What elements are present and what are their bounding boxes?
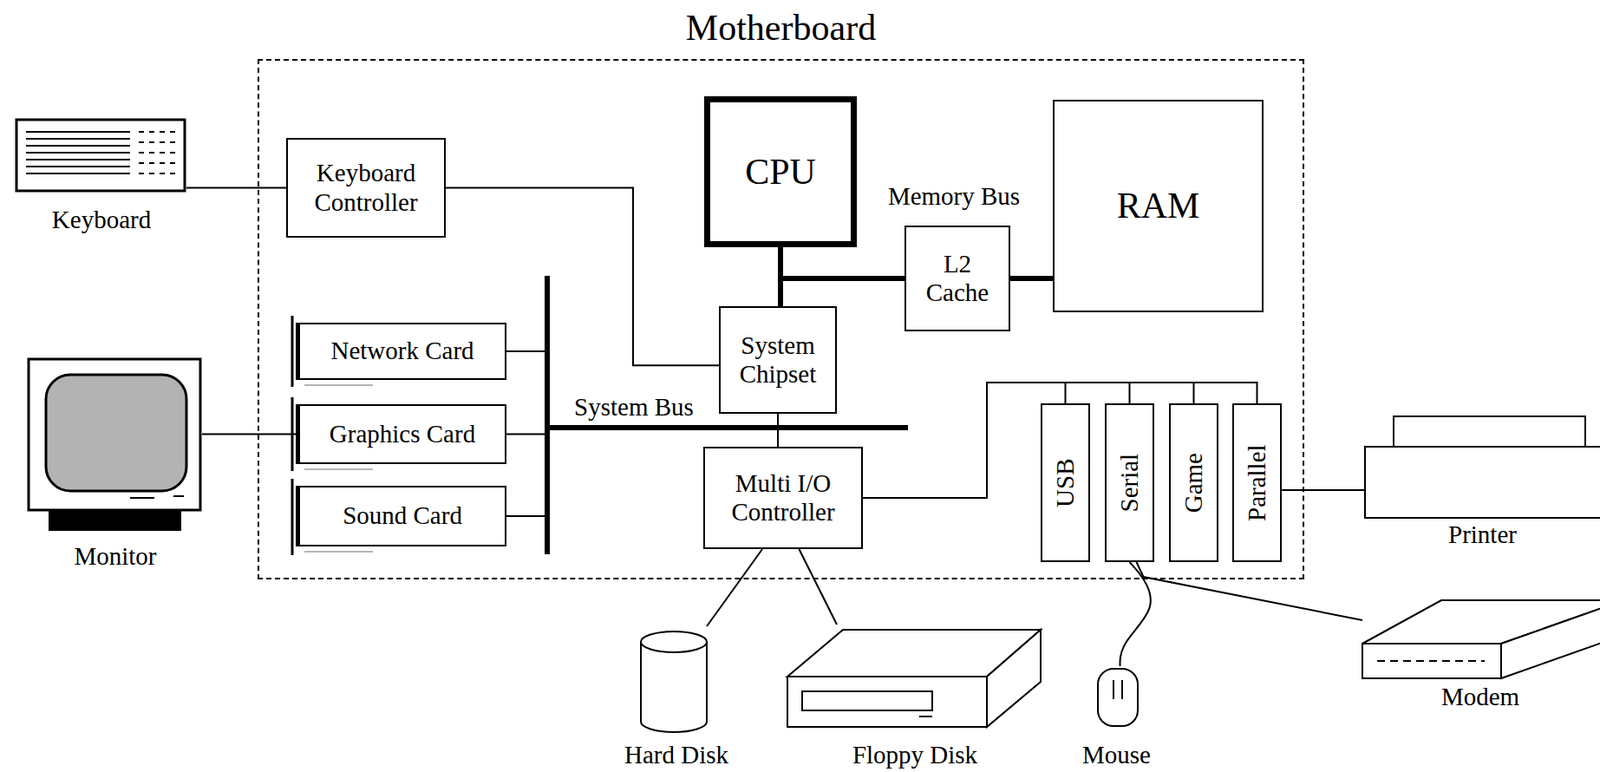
ram-box: RAM: [1052, 99, 1264, 313]
expansion-card: Network Card: [295, 322, 507, 380]
node-label: USB: [1051, 457, 1080, 507]
node-label: Parallel: [1242, 444, 1272, 522]
device: Monitor: [28, 357, 203, 571]
expansion-card: Graphics Card: [295, 404, 507, 464]
memory-bus-line: [780, 247, 905, 279]
expansion-card: Sound Card: [295, 485, 507, 547]
connector-line: [798, 548, 837, 625]
port-box: Serial: [1104, 403, 1155, 562]
node-label: Network Card: [330, 336, 474, 366]
connector-line: [1136, 561, 1364, 621]
node-label: Printer: [1448, 520, 1517, 549]
connector-line: [1281, 489, 1365, 491]
floppy-drive-icon: [787, 629, 1041, 727]
connector-line: [862, 382, 1066, 498]
cache-box: L2 Cache: [904, 225, 1011, 332]
node-label: Serial: [1115, 453, 1144, 513]
node-label: Multi I/O Controller: [713, 469, 853, 528]
hard-disk-icon: [640, 631, 707, 732]
device: Keyboard: [16, 117, 187, 235]
device: Modem: [1362, 594, 1599, 712]
device: Printer: [1364, 414, 1600, 549]
memory-bus-line: [1010, 275, 1053, 281]
node-label: Hard Disk: [624, 740, 729, 770]
node-label: RAM: [1116, 184, 1201, 227]
memory-bus-line: [777, 247, 784, 307]
device: Floppy Disk: [784, 624, 1045, 770]
modem-icon: [1362, 600, 1600, 679]
node-label: Sound Card: [342, 501, 463, 530]
node-label: Graphics Card: [329, 419, 476, 449]
port-box: Parallel: [1232, 403, 1282, 562]
keyboard-icon: [16, 119, 185, 191]
cpu-box: CPU: [704, 96, 857, 248]
device: Mouse: [1075, 666, 1158, 770]
motherboard-region: MotherboardKeyboard ControllerCPURAML2 C…: [257, 58, 1305, 580]
port-box: USB: [1040, 403, 1091, 562]
card-brackets: [291, 315, 294, 556]
port-box: Game: [1168, 403, 1219, 562]
controller-box: Multi I/O Controller: [703, 446, 863, 549]
node-label: Modem: [1441, 682, 1520, 712]
controller-box: Keyboard Controller: [286, 137, 446, 238]
chipset-box: System Chipset: [718, 306, 837, 414]
connector-line: [186, 187, 287, 190]
connector-line: [777, 413, 779, 447]
node-label: Keyboard Controller: [296, 158, 436, 217]
node-label: Mouse: [1082, 740, 1151, 770]
device: Hard Disk: [611, 626, 742, 770]
bus-label: Memory Bus: [886, 182, 1022, 211]
printer-icon: [1364, 416, 1600, 518]
connector-line: [706, 548, 763, 627]
node-label: CPU: [744, 150, 817, 193]
node-label: Floppy Disk: [852, 740, 978, 770]
monitor-icon: [28, 359, 201, 531]
node-label: Game: [1179, 452, 1209, 513]
bus-label: System Bus: [572, 392, 696, 422]
connector-line: [202, 433, 296, 436]
node-label: L2 Cache: [918, 249, 997, 308]
node-label: Keyboard: [52, 205, 151, 235]
mouse-icon: [1097, 668, 1138, 726]
node-label: System Chipset: [729, 331, 827, 390]
region-title: Motherboard: [259, 6, 1303, 49]
node-label: Monitor: [73, 542, 157, 571]
